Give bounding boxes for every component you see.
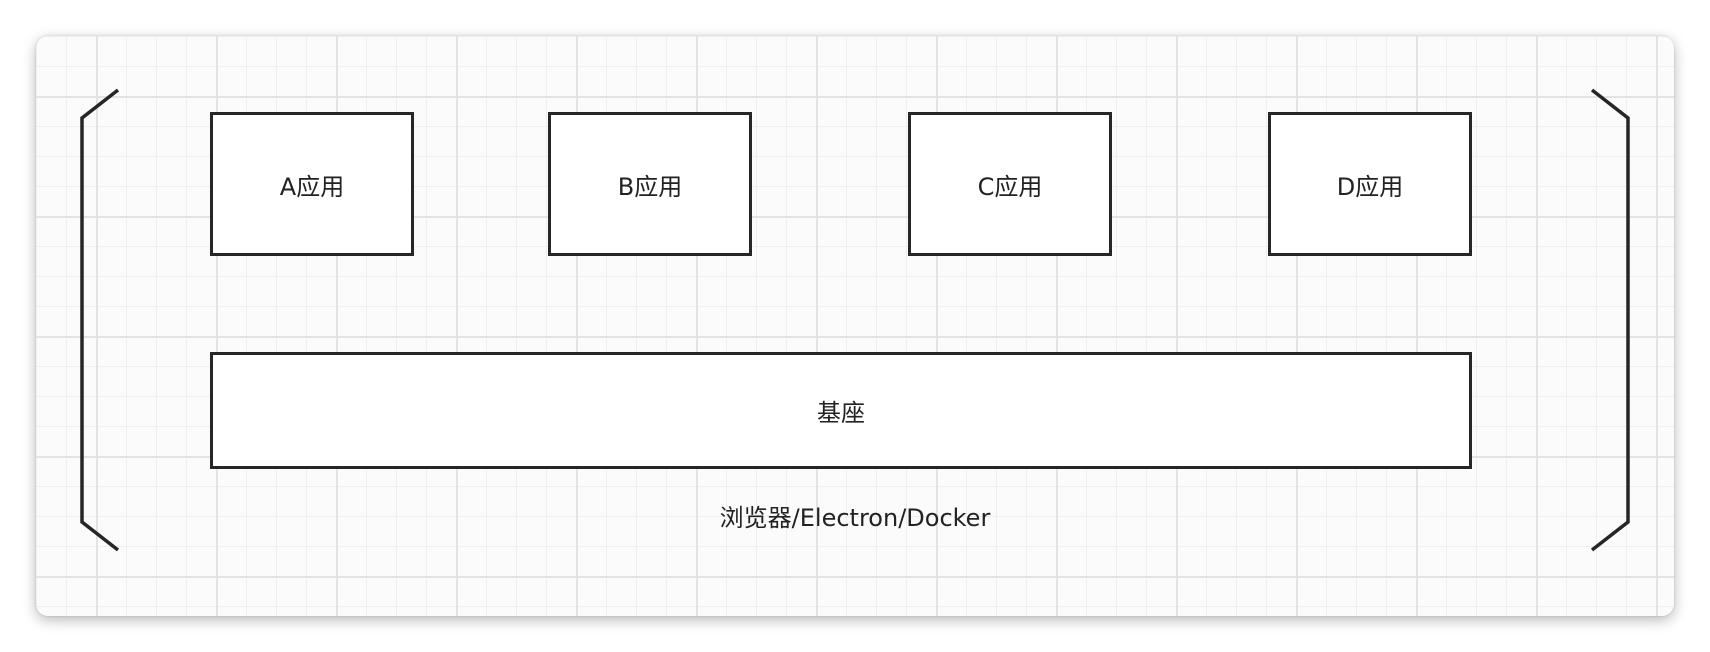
app-a-label: A应用 — [279, 172, 345, 201]
environment-label: 浏览器/Electron/Docker — [719, 504, 991, 532]
container-brackets — [80, 88, 1630, 552]
app-c-box: C应用 — [908, 112, 1112, 256]
app-b-label: B应用 — [617, 172, 683, 201]
app-a-box: A应用 — [210, 112, 414, 256]
app-d-box: D应用 — [1268, 112, 1472, 256]
app-d-label: D应用 — [1336, 172, 1404, 201]
left-bracket — [80, 88, 120, 552]
app-b-box: B应用 — [548, 112, 752, 256]
diagram-canvas: A应用 B应用 C应用 D应用 基座 浏览器/Electron/Docker — [36, 36, 1674, 616]
right-bracket — [1590, 88, 1630, 552]
base-label: 基座 — [817, 399, 865, 427]
base-box: 基座 — [210, 352, 1472, 469]
app-c-label: C应用 — [977, 172, 1043, 201]
